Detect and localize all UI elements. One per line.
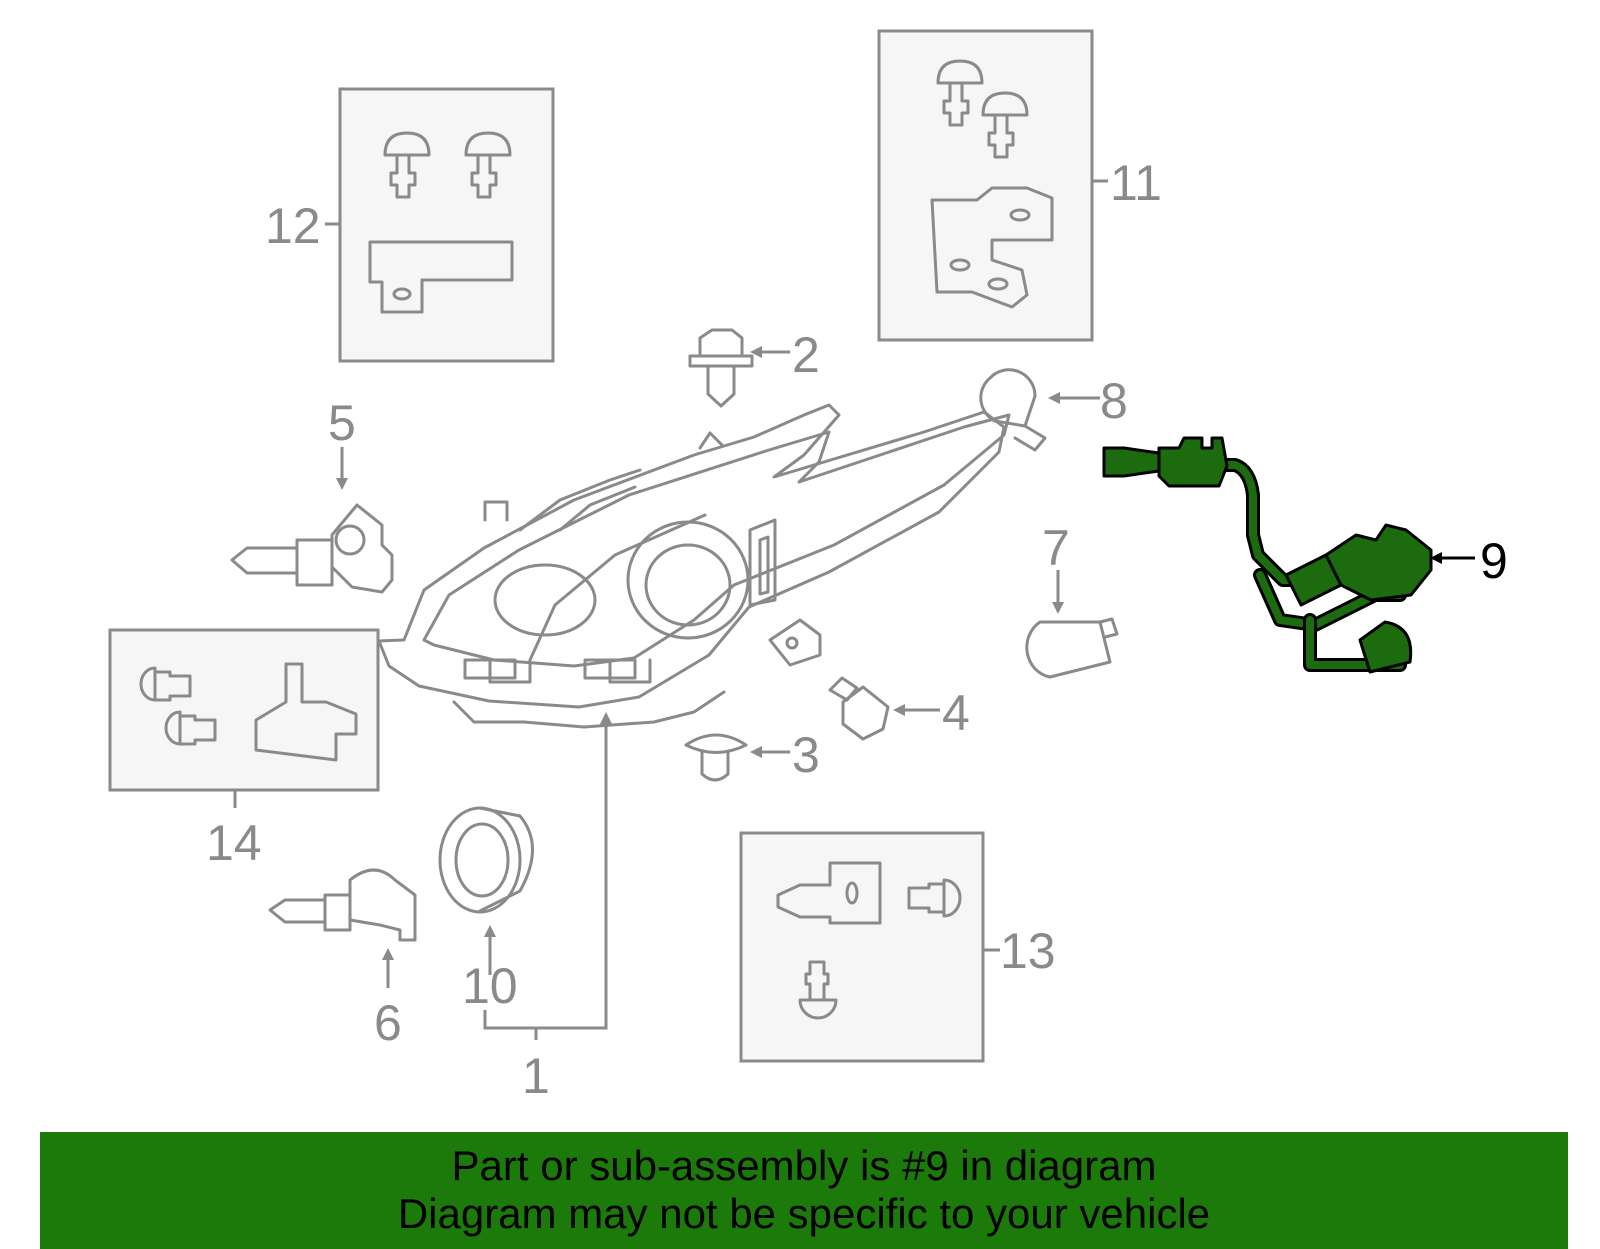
callout-12: 12 (265, 198, 321, 254)
callout-4: 4 (942, 685, 970, 741)
kit-box-12 (338, 87, 555, 363)
callout-1: 1 (522, 1048, 550, 1104)
kit-box-14 (108, 628, 380, 792)
callout-3: 3 (792, 727, 820, 783)
clip-part-3 (684, 733, 748, 782)
banner-line-1: Part or sub-assembly is #9 in diagram (451, 1142, 1157, 1189)
callout-13: 13 (1000, 923, 1056, 979)
callout-11: 11 (1110, 155, 1162, 211)
callout-6: 6 (374, 995, 402, 1051)
headlamp-assembly (377, 403, 1011, 729)
kit-box-11 (877, 29, 1094, 342)
callout-8: 8 (1100, 373, 1128, 429)
callout-10: 10 (462, 958, 518, 1014)
bulb-part-7 (1025, 617, 1119, 679)
callout-9: 9 (1480, 533, 1508, 589)
banner-line-2: Diagram may not be specific to your vehi… (397, 1190, 1211, 1237)
socket-wire-part-9 (1102, 436, 1433, 674)
bulb-part-6 (268, 868, 417, 942)
info-banner: Part or sub-assembly is #9 in diagram Di… (40, 1132, 1568, 1249)
bolt-part-4 (828, 676, 890, 741)
kit-box-13 (739, 831, 985, 1063)
bulb-part-5 (230, 503, 394, 594)
bolt-part-2 (688, 328, 754, 408)
boot-part-10 (438, 806, 534, 914)
callout-14: 14 (206, 815, 262, 871)
callout-7: 7 (1042, 520, 1070, 576)
callout-5: 5 (328, 395, 356, 451)
callout-2: 2 (792, 327, 820, 383)
bulb-part-8 (979, 368, 1047, 452)
